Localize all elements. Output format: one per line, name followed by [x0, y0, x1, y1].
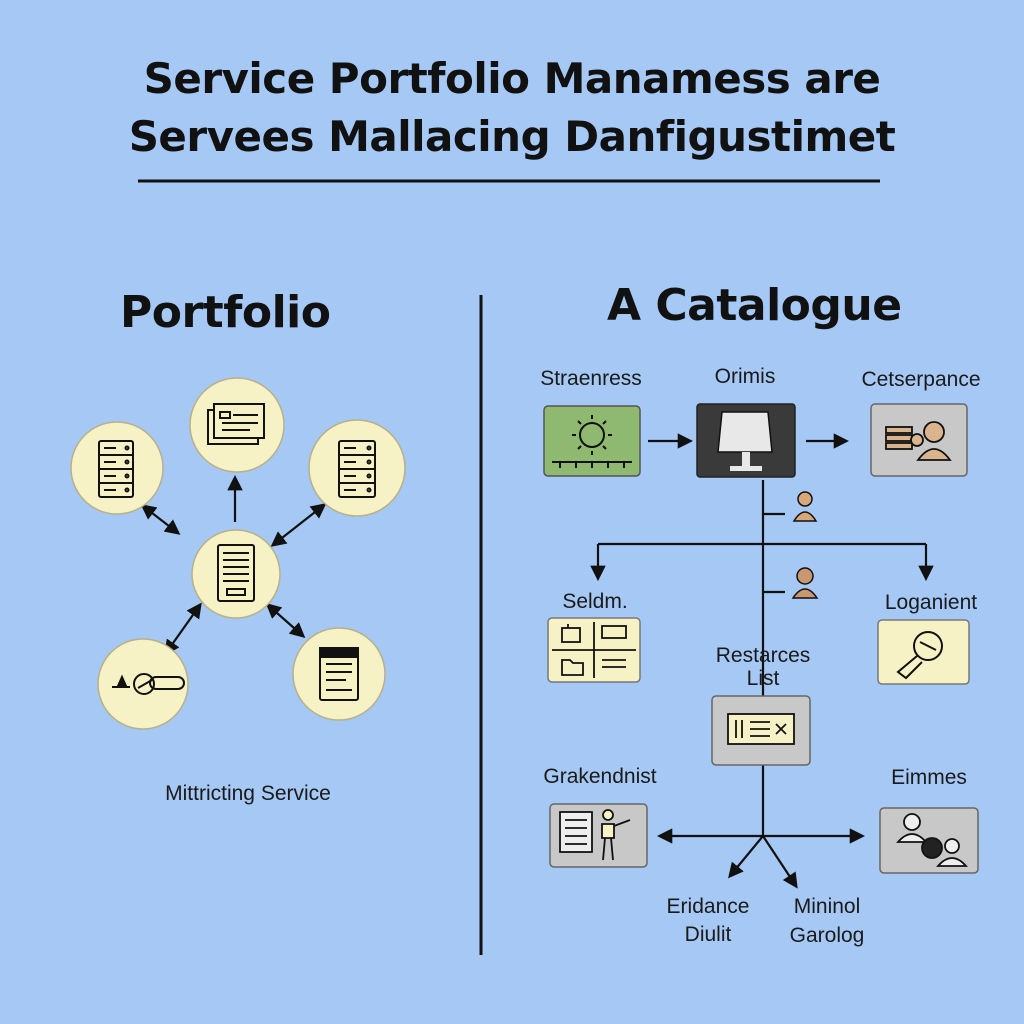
portfolio-caption: Mittricting Service: [165, 782, 331, 805]
document-stack-icon: [207, 403, 265, 445]
catalogue-node-strenness: [543, 405, 641, 477]
page-title-line-1: Service Portfolio Manamess are: [143, 54, 881, 103]
label-restarces-line-1: Restarces: [715, 644, 811, 667]
list-document-icon: [217, 544, 255, 602]
label-eridance-line-2: Diulit: [684, 923, 732, 946]
catalogue-node-orimis: [696, 403, 796, 478]
portfolio-node-top: [189, 377, 285, 473]
label-mininol-line-2: Garolog: [789, 924, 865, 947]
clipboard-icon: [319, 647, 359, 701]
portfolio-node-bottom-right: [292, 627, 386, 721]
arrow-center-to-right: [270, 503, 327, 547]
computer-monitor-icon: [717, 411, 773, 471]
catalogue-node-loganient: [877, 619, 970, 685]
arrow-to-eridance: [728, 835, 764, 879]
portfolio-node-right: [308, 419, 406, 517]
catalogue-person-2: [791, 567, 819, 599]
catalogue-heading: A Catalogue: [607, 280, 902, 331]
label-eridance-line-1: Eridance: [666, 895, 750, 918]
catalogue-node-restarces: [711, 695, 811, 766]
catalogue-node-eimmes: [879, 807, 979, 874]
catalogue-node-grakendnist: [549, 803, 648, 868]
ticket-list-icon: [727, 713, 795, 745]
label-orimis: Orimis: [714, 365, 776, 388]
page-title-line-2: Servees Mallacing Danfigustimet: [128, 112, 896, 161]
label-eimmes: Eimmes: [891, 766, 967, 789]
portfolio-node-left: [70, 421, 164, 515]
magnifier-hand-icon: [896, 631, 943, 680]
key-tag-icon: [112, 673, 185, 695]
sun-icon: [552, 415, 632, 468]
portfolio-heading: Portfolio: [120, 287, 331, 338]
label-cetserpance: Cetserpance: [861, 368, 981, 391]
label-seldm: Seldm.: [562, 590, 628, 613]
catalogue-node-cetserpance: [870, 403, 968, 477]
people-with-books-icon: [885, 421, 952, 461]
label-loganient: Loganient: [884, 591, 978, 614]
label-strenness: Straenress: [540, 367, 642, 390]
server-rack-icon: [98, 440, 134, 498]
portfolio-arrows: [140, 474, 327, 656]
catalogue-node-seldm: [547, 617, 641, 683]
catalogue-connectors: [590, 433, 934, 889]
team-people-icon: [896, 813, 968, 867]
catalogue-person-1: [792, 491, 818, 522]
person-icon: [791, 567, 819, 599]
portfolio-node-bottom-left: [97, 638, 189, 730]
arrow-center-to-left: [140, 504, 181, 535]
label-mininol-line-1: Mininol: [793, 895, 861, 918]
person-icon: [792, 491, 818, 522]
presenter-board-icon: [559, 809, 631, 861]
label-grakendnist: Grakendnist: [543, 765, 657, 788]
arrow-to-mininol: [762, 835, 798, 889]
arrow-center-to-bottom-left: [164, 602, 202, 656]
folder-grid-icon: [552, 622, 636, 678]
arrow-center-to-bottom-right: [265, 602, 306, 639]
portfolio-node-center: [191, 529, 281, 619]
server-rack-icon: [338, 440, 376, 498]
label-restarces-line-2: List: [746, 667, 780, 690]
